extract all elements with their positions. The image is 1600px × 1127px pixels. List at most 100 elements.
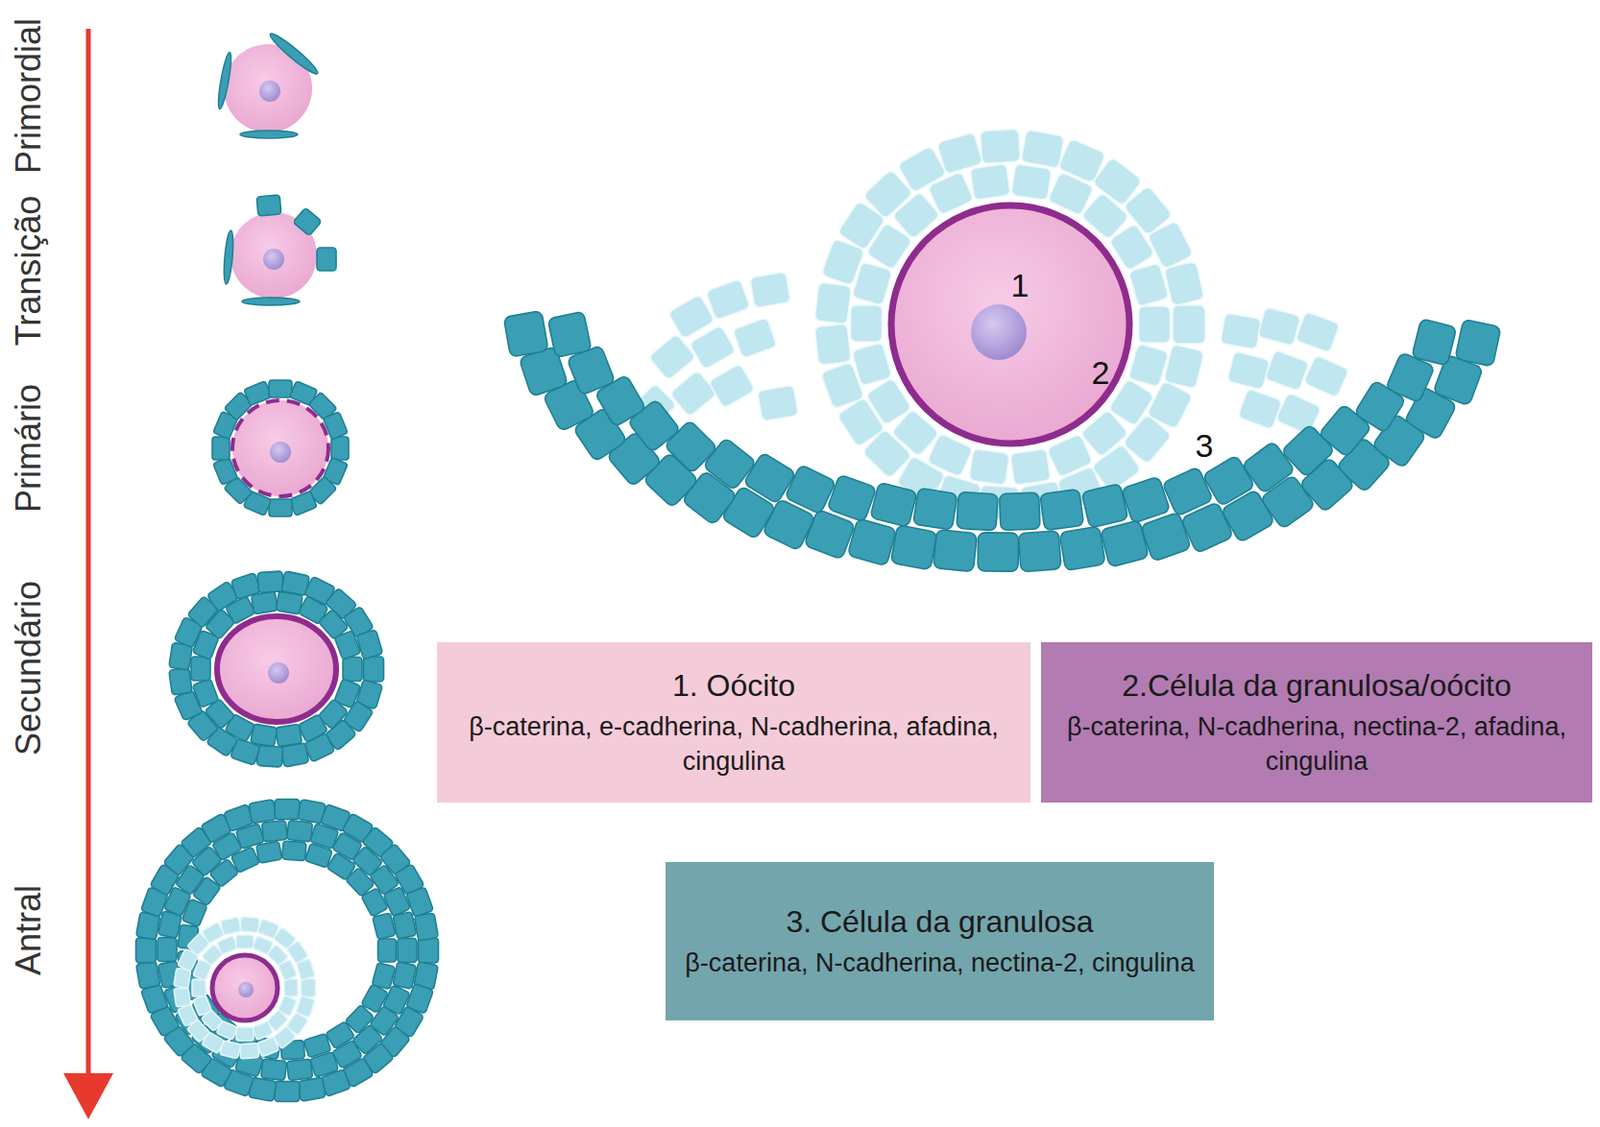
granulosa-cell	[157, 938, 177, 963]
granulosa-cell	[969, 448, 1010, 485]
granulosa-cell	[392, 912, 417, 941]
granulosa-cell	[547, 311, 592, 358]
granulosa-cell	[1081, 484, 1129, 529]
granulosa-cell	[261, 1059, 288, 1082]
flat-cell	[266, 30, 320, 78]
oocyte	[217, 616, 337, 723]
granulosa-cell	[757, 385, 800, 422]
callout-number: 1	[1011, 268, 1030, 302]
granulosa-cell	[256, 1037, 279, 1058]
oocyte	[212, 955, 278, 1021]
granulosa-cell	[297, 1077, 326, 1102]
granulosa-cell	[173, 987, 192, 1008]
granulosa-cell	[969, 164, 1011, 201]
granulosa-cell	[301, 979, 316, 998]
granulosa-cell	[275, 724, 303, 748]
granulosa-cell	[251, 1020, 273, 1041]
box-heading: 1. Oócito	[456, 666, 1012, 705]
time-arrow	[86, 28, 92, 1078]
cell-group	[136, 30, 1502, 1103]
granulosa-cell	[334, 630, 362, 660]
granulosa-cell	[927, 171, 974, 217]
granulosa-cell	[705, 278, 752, 320]
granulosa-cell	[274, 800, 300, 821]
granulosa-cell	[648, 334, 697, 382]
granulosa-cell	[847, 518, 897, 567]
granulosa-cell	[750, 271, 792, 309]
granulosa-cell	[169, 667, 193, 696]
protein-list: β-caterina, N-cadherina, nectina-2, cing…	[684, 946, 1195, 981]
granulosa-cell	[814, 282, 851, 325]
granulosa-cell	[257, 571, 284, 594]
nucleus	[970, 304, 1027, 361]
granulosa-cell	[1258, 307, 1302, 347]
stage-label: Transição	[11, 195, 47, 347]
granulosa-cell	[322, 412, 348, 440]
granulosa-cell	[1020, 129, 1065, 170]
granulosa-cell	[849, 305, 882, 342]
granulosa-cell	[274, 1082, 300, 1103]
granulosa-cell	[277, 960, 297, 982]
granulosa-cell	[289, 490, 317, 516]
granulosa-cell	[292, 207, 322, 236]
granulosa-cell	[689, 325, 737, 371]
granulosa-cell	[1220, 313, 1262, 350]
box-content: 2.Célula da granulosa/oócitoβ-caterina, …	[1060, 666, 1574, 778]
granulosa-cell	[1100, 520, 1150, 568]
granulosa-cell	[732, 316, 778, 359]
protein-box: 1. Oócitoβ-caterina, e-cadherina, N-cadh…	[436, 642, 1031, 803]
granulosa-cell	[1018, 531, 1062, 573]
granulosa-cell	[363, 656, 385, 682]
stage-label: Secundário	[11, 581, 47, 756]
granulosa-cell	[503, 311, 549, 358]
granulosa-cell	[1163, 343, 1205, 389]
granulosa-cell	[342, 657, 363, 682]
granulosa-cell	[870, 482, 918, 528]
granulosa-cell	[980, 128, 1021, 164]
granulosa-cell	[1303, 354, 1350, 398]
granulosa-cell	[1163, 261, 1205, 307]
granulosa-cell	[851, 262, 893, 307]
granulosa-cell	[1146, 220, 1193, 270]
granulosa-cell	[236, 935, 254, 949]
granulosa-cell	[1046, 434, 1093, 479]
granulosa-cell	[217, 936, 239, 956]
granulosa-cell	[956, 491, 998, 531]
granulosa-cell	[231, 847, 261, 873]
granulosa-cell	[913, 487, 958, 531]
granulosa-cell	[1040, 488, 1085, 531]
granulosa-cell	[1120, 476, 1170, 524]
callout-number: 3	[1195, 429, 1214, 462]
granulosa-cell	[413, 913, 438, 942]
granulosa-cell	[1010, 449, 1051, 486]
granulosa-cell	[316, 247, 337, 271]
arrow-head	[63, 1073, 114, 1120]
granulosa-cell	[1237, 387, 1284, 430]
granulosa-cell	[890, 525, 938, 571]
granulosa-cell	[1011, 164, 1052, 201]
nucleus	[259, 80, 281, 102]
granulosa-cell	[303, 1033, 332, 1058]
granulosa-cell	[240, 1043, 260, 1060]
granulosa-cell	[212, 436, 230, 461]
granulosa-cell	[1128, 263, 1169, 308]
oocyte	[232, 400, 329, 497]
granulosa-cell	[999, 492, 1041, 531]
granulosa-cell	[1227, 351, 1271, 391]
box-content: 3. Célula da granulosaβ-caterina, N-cadh…	[684, 902, 1195, 981]
granulosa-cell	[372, 913, 396, 941]
granulosa-cell	[136, 961, 161, 990]
granulosa-cell	[418, 938, 439, 964]
granulosa-cell	[250, 591, 278, 615]
callout-number: 2	[1091, 356, 1111, 389]
granulosa-cell	[287, 1059, 314, 1082]
granulosa-cell	[1128, 343, 1169, 388]
granulosa-cell	[191, 656, 211, 681]
granulosa-cell	[193, 994, 213, 1017]
granulosa-cell	[356, 630, 383, 660]
granulosa-cell	[1059, 526, 1106, 571]
flat-cell	[242, 297, 300, 306]
granulosa-cell	[814, 323, 851, 366]
granulosa-cell	[669, 370, 718, 418]
granulosa-cell	[933, 530, 978, 573]
